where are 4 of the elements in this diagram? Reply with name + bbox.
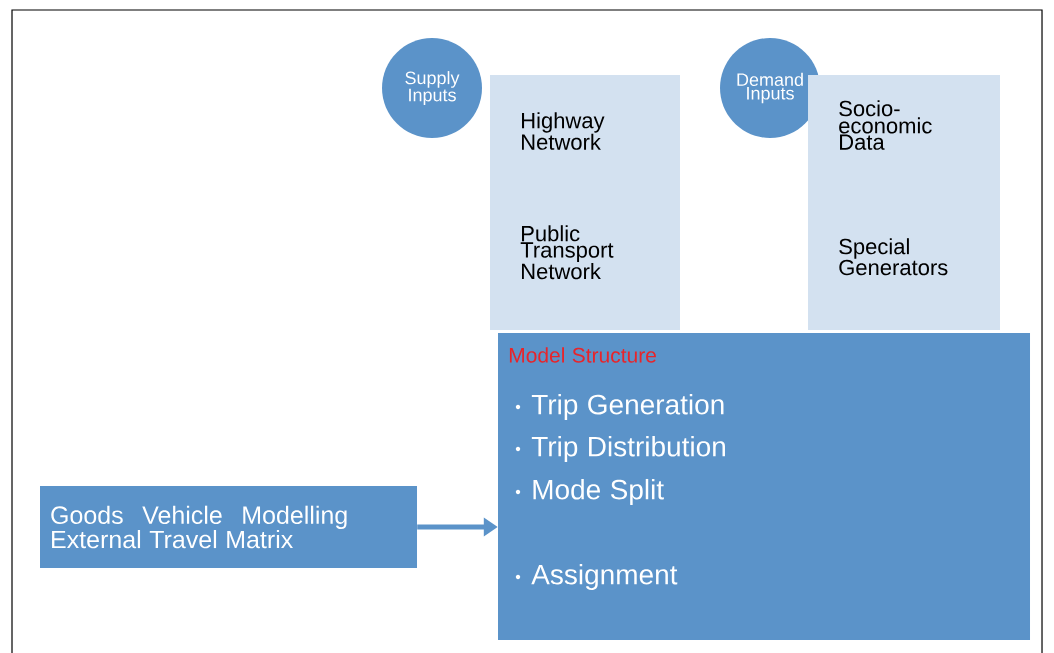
process-box: Goods Vehicle Modelling External Travel Matrix [40,486,417,568]
model-box: Model Structure Trip Generation Trip Distribution Mode Split Assignment [498,333,1030,640]
input-panel: Highway Network Public Transport Network [490,75,680,330]
input-panel: Socio-economic Data Special Generators [808,75,1000,330]
